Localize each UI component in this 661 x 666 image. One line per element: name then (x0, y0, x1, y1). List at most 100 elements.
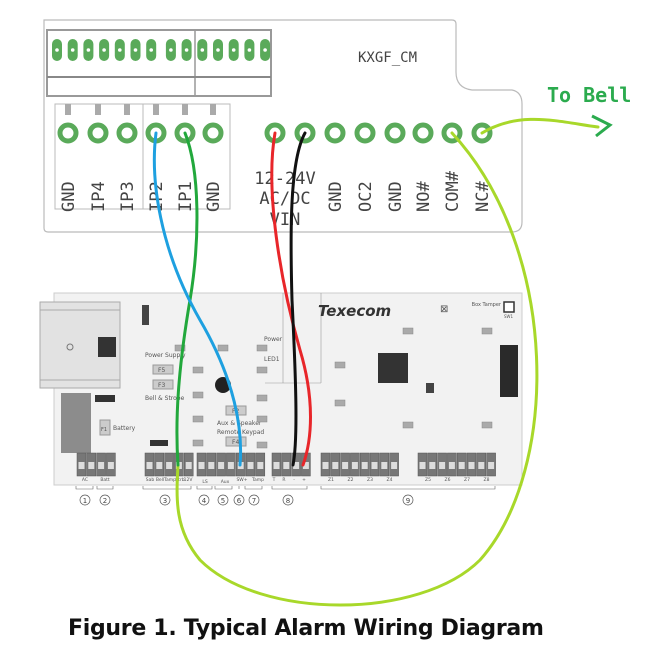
led-indicator (192, 366, 204, 374)
terminal-label: Bell (156, 477, 164, 483)
zone-label: Z7 (464, 477, 470, 483)
terminal-label: Sab (146, 477, 155, 483)
terminal-label: NC# (473, 181, 493, 212)
terminal-label: GND (59, 181, 79, 212)
weee-bin-icon: ⊠ (440, 304, 448, 315)
terminal-pad (384, 122, 406, 144)
terminal-slot (247, 462, 254, 469)
terminal-tab (124, 104, 130, 115)
led-indicator (481, 327, 493, 335)
led-indicator (256, 366, 268, 374)
bell-wire-com (175, 131, 539, 607)
led-indicator (402, 421, 414, 429)
header-pad-hole (184, 48, 189, 52)
led-indicator (217, 344, 229, 352)
terminal-slot (218, 462, 225, 469)
terminal-slot (429, 462, 436, 469)
terminal-label: Tamp (251, 477, 264, 483)
fuse-f3-label: F3 (158, 382, 165, 389)
terminal-label: COM# (443, 170, 463, 212)
terminal-slot (371, 462, 378, 469)
group-number-circle (217, 494, 229, 506)
group-bracket (96, 486, 114, 490)
group-number-circle (282, 494, 294, 506)
header-pad-hole (263, 48, 267, 52)
box-tamper-label: Box Tamper (472, 302, 502, 308)
led-indicator (174, 344, 186, 352)
led-indicator (402, 327, 414, 335)
terminal-pad (57, 122, 79, 144)
group-number: 7 (252, 497, 256, 505)
terminal-pad (471, 122, 493, 144)
group-number-circle (79, 494, 91, 506)
header-pad-hole (149, 48, 153, 52)
bell-strobe-label: Bell & Strobe (145, 395, 185, 402)
fuse-f5-label: F5 (158, 367, 165, 374)
zone-label: Z2 (348, 477, 354, 483)
figure-caption: Figure 1. Typical Alarm Wiring Diagram (68, 616, 544, 641)
top-header-connector (46, 29, 272, 97)
battery-label: Battery (113, 425, 136, 432)
terminal-label: Strb (175, 477, 184, 483)
terminal-label: + (302, 477, 306, 483)
power-label-2: AC/DC (259, 189, 310, 209)
group-number-circle (402, 494, 414, 506)
group-number: 6 (237, 497, 242, 505)
header-pad-hole (118, 48, 122, 52)
microcontroller-chip (378, 353, 408, 383)
header-pad-hole (70, 48, 75, 52)
zone-label: Z8 (484, 477, 490, 483)
group-number: 4 (202, 497, 207, 505)
led-indicator (256, 344, 268, 352)
terminal-slot (185, 462, 192, 469)
terminal-slot (257, 462, 264, 469)
terminal-pad (116, 122, 138, 144)
terminal-pad (87, 122, 109, 144)
right-terminal-row (264, 122, 493, 144)
texecom-logo: Texecom (318, 302, 391, 320)
terminal-label: - (293, 478, 295, 483)
module-name: KXGF_CM (358, 50, 417, 66)
terminal-pad (441, 122, 463, 144)
terminal-slot (156, 462, 163, 469)
terminal-label: LS (202, 479, 208, 485)
terminal-label: GND (326, 181, 346, 212)
wires (152, 117, 600, 607)
terminal-slot (478, 462, 485, 469)
terminal-slot (342, 462, 349, 469)
group-number-circle (248, 494, 260, 506)
group-number: 5 (221, 497, 225, 505)
group-bracket (196, 486, 213, 490)
led1-label: LED1 (264, 356, 280, 363)
terminal-label: Batt (100, 477, 110, 483)
to-bell-label: To Bell (547, 83, 631, 107)
terminal-label: 12V (184, 477, 194, 483)
fuse-f4-label: F4 (232, 439, 239, 446)
group-number: 1 (83, 497, 87, 505)
sw1-label: SW1 (504, 314, 513, 319)
terminal-label: Tamp (163, 477, 176, 483)
zone-label: Z5 (425, 477, 431, 483)
terminal-pad (324, 122, 346, 144)
terminal-label: IP3 (118, 181, 138, 212)
terminal-tab (153, 104, 159, 115)
terminal-slot (302, 462, 309, 469)
power-label-1: 12-24V (254, 169, 315, 189)
terminal-slot (439, 462, 446, 469)
led-indicator (192, 439, 204, 447)
zone-label: Z6 (445, 477, 451, 483)
terminal-slot (227, 462, 234, 469)
header-pad-hole (247, 48, 252, 52)
led-indicator (256, 394, 268, 402)
terminal-pad (354, 122, 376, 144)
terminal-slot (146, 462, 153, 469)
group-bracket (142, 486, 192, 490)
header-pad-hole (133, 48, 138, 52)
group-bracket (271, 486, 308, 490)
zone-label: Z1 (328, 477, 334, 483)
tamper-switch (503, 301, 515, 313)
terminal-label: IP4 (89, 181, 109, 212)
control-panel-board: F1 Battery Power Supply F5 F3 Bell & Str… (39, 292, 523, 506)
terminal-slot (88, 462, 95, 469)
